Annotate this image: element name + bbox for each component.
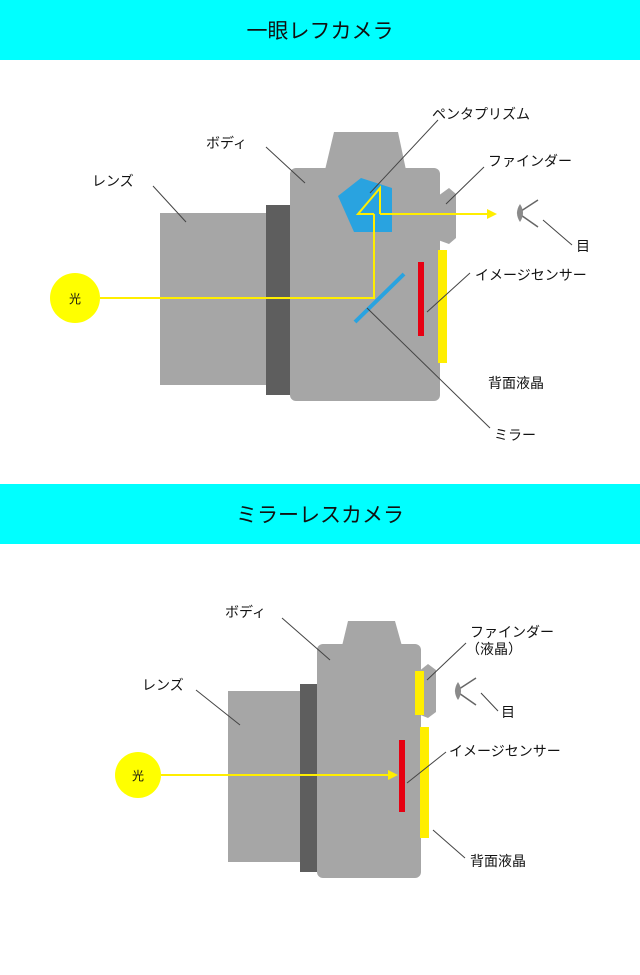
mirrorless-title-banner: ミラーレスカメラ [0, 484, 640, 544]
leader-finder [426, 642, 467, 681]
label-finder: ファインダー [470, 625, 554, 641]
dslr-title: 一眼レフカメラ [246, 19, 394, 43]
dslr-back-lcd [438, 250, 447, 363]
dslr-title-banner: 一眼レフカメラ [0, 0, 640, 60]
dslr-image-sensor [418, 262, 424, 336]
label-eye: 目 [576, 239, 590, 255]
dslr-prism-housing [325, 132, 406, 170]
dslr-diagram: 光 ペンタプリズム ボディ ファインダー レンズ 目 イメージセンサー 背面液晶… [50, 107, 590, 444]
leader-lcd [432, 829, 466, 859]
label-lcd: 背面液晶 [470, 854, 526, 870]
mirrorless-lens [228, 691, 302, 862]
mirrorless-light-source [115, 752, 161, 798]
mirrorless-light-label: 光 [132, 769, 144, 783]
mirrorless-lens-mount [300, 684, 318, 872]
label-body: ボディ [225, 604, 266, 621]
dslr-light-path-prism-loop [355, 185, 381, 215]
dslr-light-source [50, 273, 100, 323]
leader-sensor [406, 751, 447, 784]
label-pentaprism: ペンタプリズム [432, 107, 530, 123]
leader-body [281, 617, 331, 661]
label-sensor: イメージセンサー [475, 268, 587, 284]
label-lens: レンズ [92, 174, 134, 190]
dslr-lens-mount [266, 205, 291, 395]
leader-lens [152, 185, 187, 223]
label-sensor: イメージセンサー [449, 744, 561, 760]
dslr-finder-eyepiece [438, 188, 456, 244]
mirrorless-title: ミラーレスカメラ [236, 503, 404, 527]
dslr-light-path-lens-to-mirror [100, 214, 375, 299]
label-body: ボディ [206, 135, 247, 152]
mirrorless-image-sensor [399, 740, 405, 812]
leader-body [265, 146, 306, 184]
label-lens: レンズ [142, 678, 184, 694]
leader-sensor [426, 272, 471, 313]
label-lcd: 背面液晶 [488, 376, 544, 392]
mirrorless-diagram: 光 ボディ ファインダー （液晶） レンズ 目 イメージセンサー 背面液晶 [115, 604, 561, 878]
label-mirror: ミラー [494, 428, 536, 444]
mirrorless-camera-body [317, 644, 421, 878]
eye-icon [516, 199, 539, 228]
eye-icon [454, 677, 477, 706]
label-finder-sub: （液晶） [466, 642, 522, 658]
mirrorless-viewfinder-housing [342, 621, 402, 646]
leader-finder [445, 166, 485, 205]
leader-mirror [366, 307, 491, 429]
dslr-mirror [353, 272, 406, 324]
leader-eye [480, 692, 499, 712]
dslr-light-label: 光 [69, 292, 81, 306]
label-finder: ファインダー [488, 154, 572, 170]
leader-eye [542, 219, 573, 246]
leader-lens [195, 689, 241, 726]
leader-pentaprism [369, 119, 439, 194]
mirrorless-finder-lcd [415, 671, 424, 715]
label-eye: 目 [501, 705, 515, 721]
mirrorless-back-lcd [420, 727, 429, 838]
